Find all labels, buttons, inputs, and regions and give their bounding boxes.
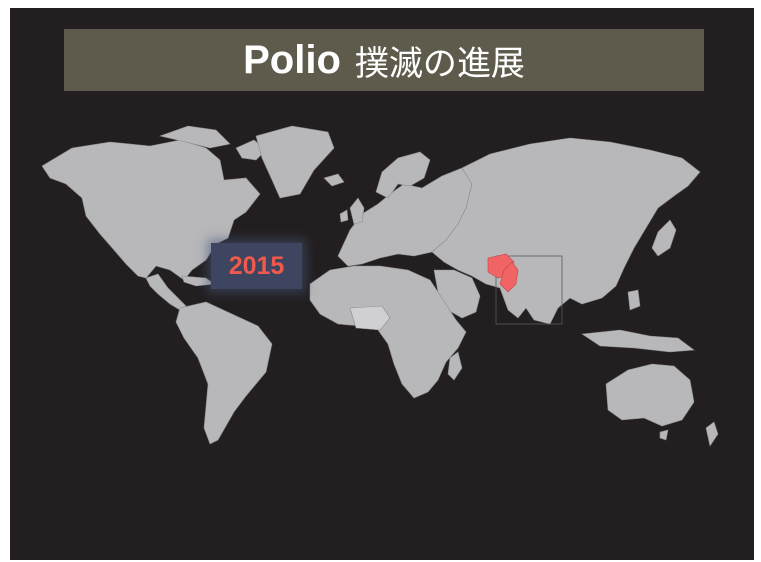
greenland (255, 125, 335, 199)
south-asia-frame (495, 255, 563, 325)
tasmania (659, 429, 669, 441)
ireland (339, 209, 349, 223)
iceland (323, 173, 345, 187)
nigeria-highlight (349, 305, 391, 331)
australia (605, 363, 695, 427)
se-asia-islands (581, 329, 695, 353)
philippines (627, 289, 641, 311)
north-america (41, 139, 261, 281)
year-label: 2015 (228, 251, 285, 280)
madagascar (447, 351, 463, 381)
caribbean (181, 275, 215, 287)
world-map (41, 125, 719, 447)
central-america (145, 273, 187, 311)
slide: Polio 撲滅の進展 (10, 8, 754, 560)
pakistan-endemic (499, 261, 519, 293)
uk (349, 197, 365, 225)
title-latin: Polio (243, 37, 341, 82)
scandinavia (375, 151, 431, 199)
year-badge: 2015 (211, 243, 302, 289)
japan (651, 219, 677, 257)
south-america (175, 301, 273, 445)
africa (309, 265, 467, 399)
title-japanese: 撲滅の進展 (354, 43, 525, 84)
title-bar: Polio 撲滅の進展 (64, 29, 704, 91)
new-zealand (705, 421, 719, 447)
arctic-islands (158, 125, 231, 149)
